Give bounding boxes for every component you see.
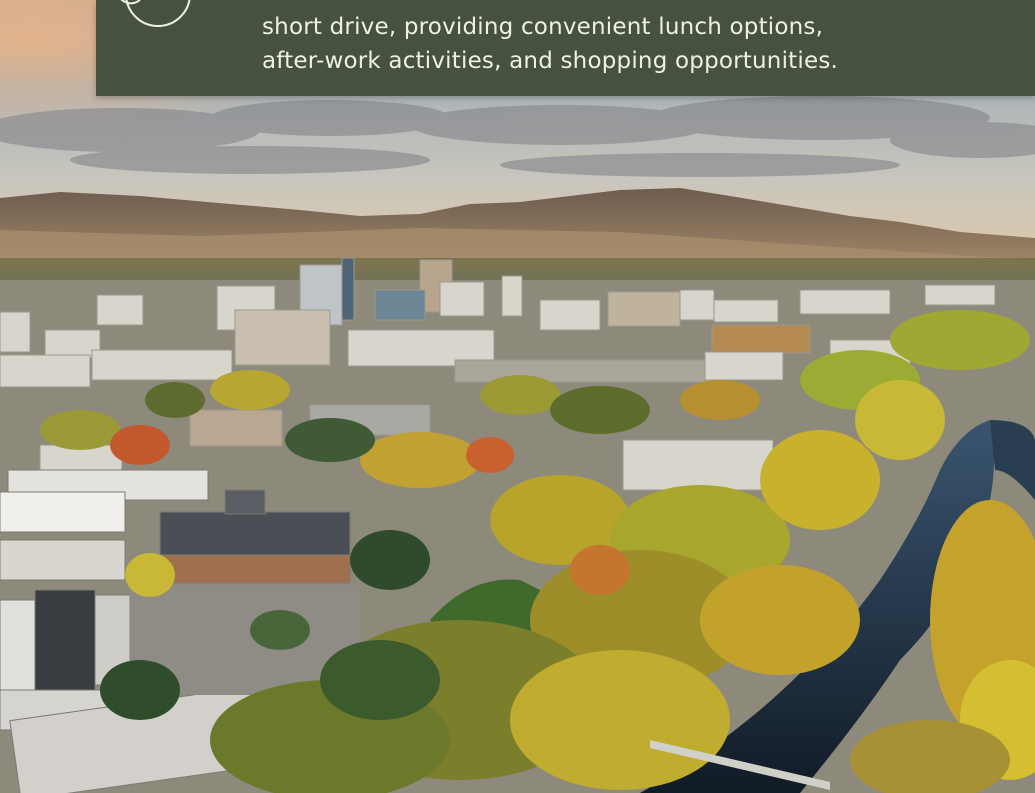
banner-line-2: after-work activities, and shopping oppo…	[262, 48, 839, 74]
bridge	[650, 740, 830, 790]
banner-text: short drive, providing convenient lunch …	[262, 10, 1022, 78]
clouds	[0, 96, 1035, 177]
circle-badge-icon	[120, 0, 191, 27]
info-banner: short drive, providing convenient lunch …	[96, 0, 1035, 96]
trees-mid	[40, 310, 1030, 488]
banner-line-1: short drive, providing convenient lunch …	[262, 14, 824, 40]
river	[640, 420, 994, 793]
trees-foreground	[100, 380, 1035, 793]
